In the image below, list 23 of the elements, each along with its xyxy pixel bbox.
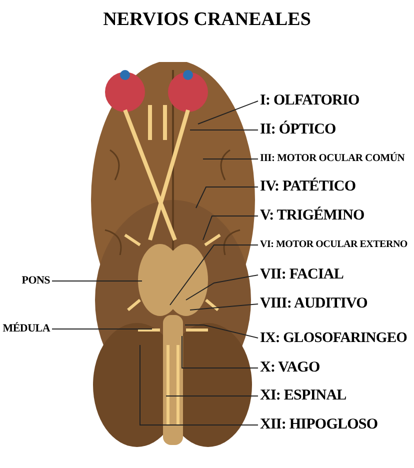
- leader-line: [196, 186, 258, 208]
- nerve-label: XII: HIPOGLOSO: [260, 418, 378, 432]
- leader-line: [184, 324, 258, 338]
- nerve-label: V: TRIGÉMINO: [260, 208, 364, 224]
- leader-line: [140, 344, 258, 426]
- nerve-label: MÉDULA: [2, 324, 50, 334]
- nerve-label: XI: ESPINAL: [260, 388, 346, 404]
- nerve-label: IX: GLOSOFARINGEO: [260, 330, 408, 346]
- nerve-label: III: MOTOR OCULAR COMÚN: [260, 154, 405, 164]
- nerve-label: VIII: AUDITIVO: [260, 296, 368, 312]
- leader-line: [52, 328, 152, 330]
- nerve-label: VI: MOTOR OCULAR EXTERNO: [260, 240, 408, 250]
- leader-line: [186, 274, 258, 300]
- nerve-label: X: VAGO: [260, 360, 320, 376]
- nerve-label: I: OLFATORIO: [260, 94, 360, 108]
- nerve-label: II: ÓPTICO: [260, 122, 336, 138]
- nerve-label: PONS: [22, 276, 50, 286]
- leader-line: [52, 280, 142, 282]
- leader-line: [202, 216, 258, 240]
- leader-line: [198, 100, 258, 124]
- nerve-label: IV: PATÉTICO: [260, 180, 356, 194]
- title: NERVIOS CRANEALES: [103, 8, 311, 32]
- nerve-label: VII: FACIAL: [260, 268, 344, 282]
